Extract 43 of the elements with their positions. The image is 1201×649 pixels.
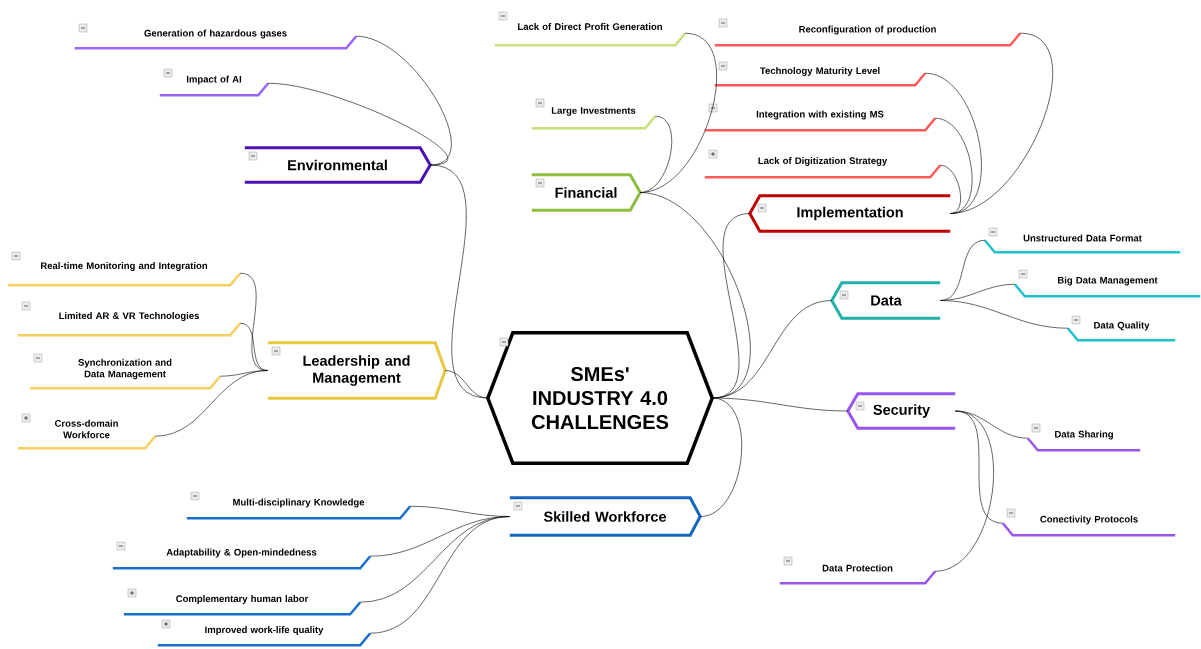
connector bbox=[934, 410, 994, 572]
underlined-label: Conectivity Protocols bbox=[1001, 515, 1176, 537]
connector bbox=[934, 117, 973, 214]
underlined-label: Data Quality bbox=[1066, 321, 1176, 342]
underlined-label: Unstructured Data Format bbox=[983, 234, 1181, 254]
connector bbox=[355, 35, 452, 166]
connector bbox=[939, 164, 961, 214]
underlined-label: Cross-domain Workforce bbox=[17, 419, 157, 450]
connector bbox=[267, 82, 449, 166]
topic-tab: Security bbox=[846, 392, 956, 430]
underlined-label: Large Investments bbox=[531, 107, 657, 130]
connector bbox=[711, 397, 849, 412]
topic-tab: Environmental bbox=[244, 146, 432, 184]
underlined-label: Technology Maturity Level bbox=[714, 67, 927, 87]
connector bbox=[924, 72, 982, 214]
topic-tab: Skilled Workforce bbox=[509, 496, 702, 537]
connector bbox=[954, 410, 1029, 439]
connector bbox=[154, 370, 269, 437]
connector bbox=[939, 300, 1069, 329]
underlined-label: Data Protection bbox=[779, 564, 937, 585]
topic-tab: Financial bbox=[531, 173, 642, 212]
underlined-label: Generation of hazardous gases bbox=[74, 29, 358, 50]
connector bbox=[444, 370, 489, 399]
underlined-label: Data Sharing bbox=[1026, 430, 1141, 452]
connector bbox=[699, 397, 742, 517]
underlined-label: Complementary human labor bbox=[123, 595, 362, 616]
topic-tab: Data bbox=[830, 281, 941, 320]
underlined-label: Integration with existing MS bbox=[704, 110, 937, 132]
underlined-label: Lack of Direct Profit Generation bbox=[494, 23, 687, 47]
connector bbox=[639, 115, 672, 193]
underlined-label: Limited AR & VR Technologies bbox=[17, 312, 242, 337]
underlined-label: Adaptability & Open-mindedness bbox=[112, 548, 372, 570]
underlined-label: Big Data Management bbox=[1013, 276, 1201, 298]
underlined-label: Synchronization and Data Management bbox=[29, 358, 222, 390]
connector bbox=[369, 516, 511, 634]
underlined-label: Reconfiguration of production bbox=[714, 25, 1022, 47]
underlined-label: Real-time Monitoring and Integration bbox=[7, 262, 242, 287]
topic-tab: Implementation bbox=[748, 194, 951, 233]
underlined-label: Impact of AI bbox=[159, 75, 270, 97]
underlined-label: Improved work-life quality bbox=[157, 626, 372, 647]
underlined-label: Lack of Digitization Strategy bbox=[704, 157, 942, 179]
underlined-label: Multi-disciplinary Knowledge bbox=[186, 498, 412, 520]
topic-tab: Leadership and Management bbox=[267, 341, 447, 400]
